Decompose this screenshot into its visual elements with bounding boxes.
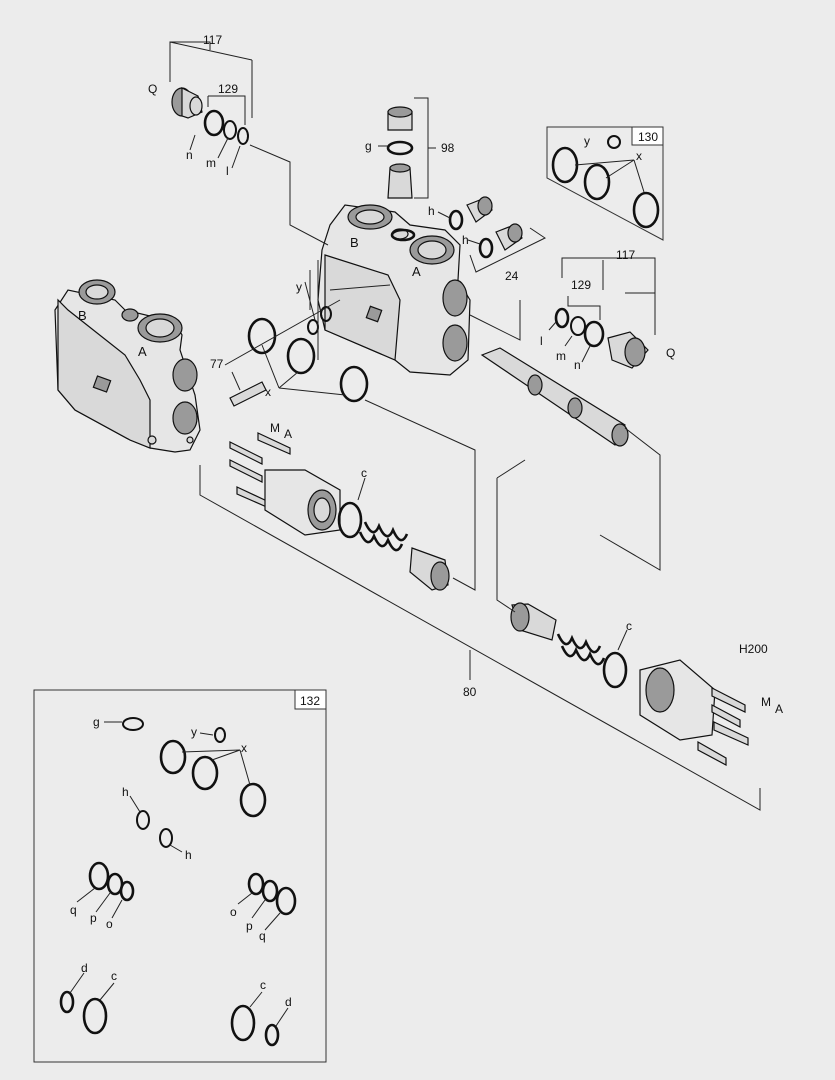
box-132-d2: d: [285, 995, 292, 1009]
o-ring-m-top: [223, 120, 237, 140]
o-ring-y2: [320, 306, 332, 322]
end-cap-right: [639, 659, 749, 767]
callout-n-right: n: [574, 358, 581, 372]
callout-a-right: A: [775, 702, 783, 716]
leader-lines: [169, 41, 761, 811]
callout-g: g: [365, 139, 372, 153]
callout-l-top: l: [226, 164, 229, 178]
spring-left: [358, 521, 409, 552]
box-130-y: y: [584, 134, 590, 148]
box-132-x: x: [241, 741, 247, 755]
block-label-a-center: A: [412, 264, 421, 279]
callout-h2: h: [462, 233, 469, 247]
box-132-q1: q: [70, 903, 77, 917]
box-132-o1: o: [106, 917, 113, 931]
o-ring-x3: [339, 365, 369, 403]
box-132-c1: c: [111, 969, 117, 983]
callout-m-top: m: [206, 156, 216, 170]
callout-q-top: Q: [148, 82, 157, 96]
stud-77: [229, 381, 267, 407]
callout-l-right: l: [540, 334, 543, 348]
o-ring-x2: [286, 337, 316, 375]
o-ring-n-top: [203, 109, 225, 137]
relief-valve-98: [386, 106, 414, 199]
spring-right: [556, 633, 606, 666]
spring-seat-right: [510, 602, 557, 641]
box-130-number: 130: [638, 130, 658, 144]
o-ring-y1: [307, 319, 319, 335]
o-ring-c-left: [337, 501, 363, 539]
o-ring-m-right: [570, 316, 586, 336]
box-132-o2: o: [230, 905, 237, 919]
callout-m-left: M: [270, 421, 280, 435]
box-132-h2: h: [185, 848, 192, 862]
end-cap-left: [229, 432, 341, 536]
callout-117-right: 117: [616, 248, 635, 262]
callout-a-left: A: [284, 427, 292, 441]
spool: [480, 347, 629, 447]
callout-c-right: c: [626, 619, 632, 633]
box-132-p2: p: [246, 919, 253, 933]
center-valve-section: [317, 204, 471, 376]
block-label-b-center: B: [350, 235, 359, 250]
box-132-h1: h: [122, 785, 129, 799]
callout-h1: h: [428, 204, 435, 218]
spring-seat-left: [409, 547, 450, 591]
callout-m-right: m: [556, 349, 566, 363]
box-130: [546, 126, 664, 241]
o-ring-under-98: [390, 228, 416, 242]
box-132-q2: q: [259, 929, 266, 943]
callout-x: x: [265, 385, 271, 399]
o-ring-x1: [247, 317, 277, 355]
o-ring-n-right: [583, 320, 605, 348]
callout-c-left: c: [361, 466, 367, 480]
callout-80: 80: [463, 685, 477, 699]
box-132: [33, 689, 327, 1063]
box-132-c2: c: [260, 978, 266, 992]
plugs-h: [448, 196, 523, 259]
diagram-id: H200: [739, 642, 768, 656]
through-bolt: [224, 284, 391, 366]
o-ring-c-right: [602, 651, 628, 689]
plug-q-right: [607, 331, 649, 369]
box-132-y: y: [191, 725, 197, 739]
box-132-p1: p: [90, 911, 97, 925]
callout-129-top: 129: [218, 82, 238, 96]
callout-y: y: [296, 280, 302, 294]
box-132-number: 132: [300, 694, 320, 708]
box-132-d1: d: [81, 961, 88, 975]
box-130-x: x: [636, 149, 642, 163]
left-valve-section: [54, 279, 201, 453]
callout-m-right2: M: [761, 695, 771, 709]
block-label-b: B: [78, 308, 87, 323]
callout-24: 24: [505, 269, 519, 283]
box-132-g: g: [93, 715, 100, 729]
o-ring-l-top: [237, 127, 249, 145]
callout-129-right: 129: [571, 278, 591, 292]
callout-q-right: Q: [666, 346, 675, 360]
callout-n-top: n: [186, 148, 193, 162]
plug-q-top: [171, 87, 203, 119]
o-ring-l-right: [554, 307, 570, 329]
callout-117-top: 117: [203, 33, 222, 47]
callout-98: 98: [441, 141, 455, 155]
callout-77: 77: [210, 357, 224, 371]
block-label-a: A: [138, 344, 147, 359]
